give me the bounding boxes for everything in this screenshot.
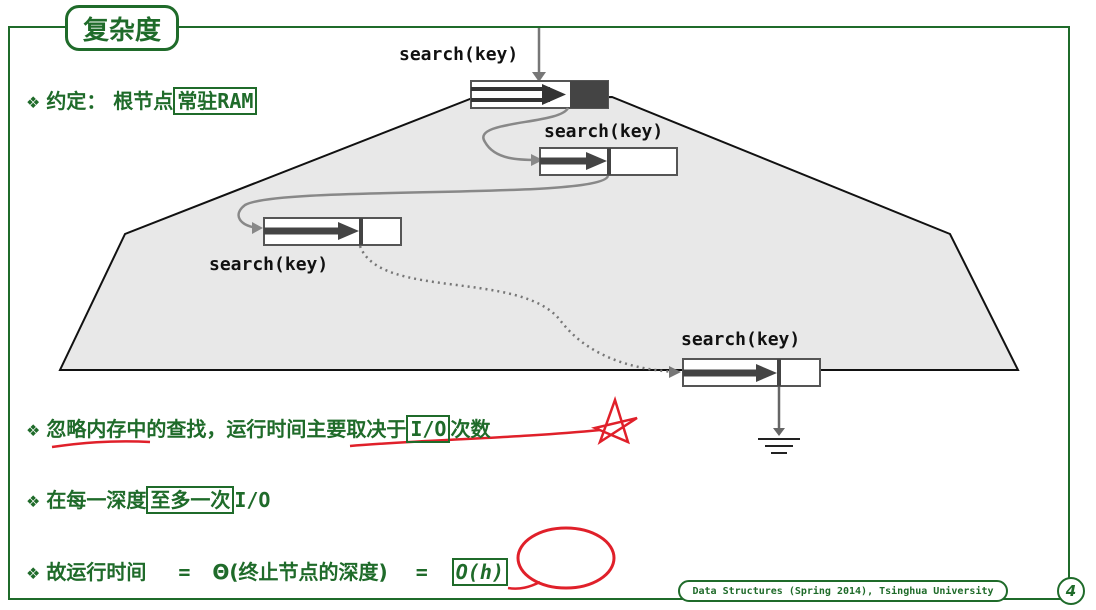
- annotation-star: [591, 396, 638, 446]
- slide-title: 复杂度: [65, 5, 179, 51]
- diamond-bullet-icon: ❖: [26, 421, 41, 440]
- path-n2-to-n3: [237, 175, 610, 230]
- bullet-convention: ❖ 约定： 根节点常驻RAM: [26, 85, 258, 115]
- bullet-convention-text: 约定： 根节点: [46, 89, 174, 113]
- bullet-per-depth-boxed: 至多一次: [146, 486, 235, 514]
- diamond-bullet-icon: ❖: [26, 564, 41, 583]
- diamond-bullet-icon: ❖: [26, 492, 41, 511]
- bullet-io-cost-suffix: 次数: [450, 417, 491, 441]
- annotation-underline-3: [507, 580, 541, 590]
- search-label-level-2: search(key): [209, 254, 329, 275]
- annotation-underline-2: [349, 428, 601, 448]
- page-number: 4: [1057, 577, 1085, 605]
- bullet-convention-boxed: 常驻RAM: [173, 87, 258, 115]
- diamond-bullet-icon: ❖: [26, 93, 41, 112]
- equals-sign-2: =: [415, 560, 428, 584]
- search-label-root: search(key): [399, 44, 519, 65]
- search-label-leaf: search(key): [681, 329, 801, 350]
- annotation-circle: [516, 526, 616, 590]
- theta-expression: Θ(终止节点的深度): [212, 560, 388, 584]
- equals-sign-1: =: [178, 560, 191, 584]
- path-root-to-n2: [482, 107, 570, 162]
- node-leaf: [682, 358, 821, 387]
- slide-frame: [8, 26, 1070, 600]
- bullet-running-time-text: 故运行时间: [46, 560, 147, 584]
- bullet-per-depth-text: 在每一深度: [46, 488, 147, 512]
- entry-arrowhead: [532, 72, 546, 82]
- bullet-per-depth-suffix: I/O: [234, 488, 271, 512]
- slide-footer: Data Structures (Spring 2014), Tsinghua …: [678, 580, 1008, 602]
- search-label-level-1: search(key): [544, 121, 664, 142]
- bullet-io-cost-boxed: I/O: [406, 415, 451, 443]
- node-level-1: [539, 147, 678, 176]
- bullet-io-cost-text: 忽略内存中的查找，运行时间主要取决于: [46, 417, 407, 441]
- path-n3-to-leaf: [358, 245, 677, 374]
- node-root: [470, 80, 609, 109]
- big-o-result: O(h): [451, 558, 508, 586]
- bullet-running-time: ❖ 故运行时间 = Θ(终止节点的深度) = O(h): [26, 556, 508, 586]
- ground-symbol: [758, 387, 800, 454]
- annotation-underline-1: [51, 440, 151, 449]
- tree-shape: [58, 95, 1020, 371]
- node-level-2: [263, 217, 402, 246]
